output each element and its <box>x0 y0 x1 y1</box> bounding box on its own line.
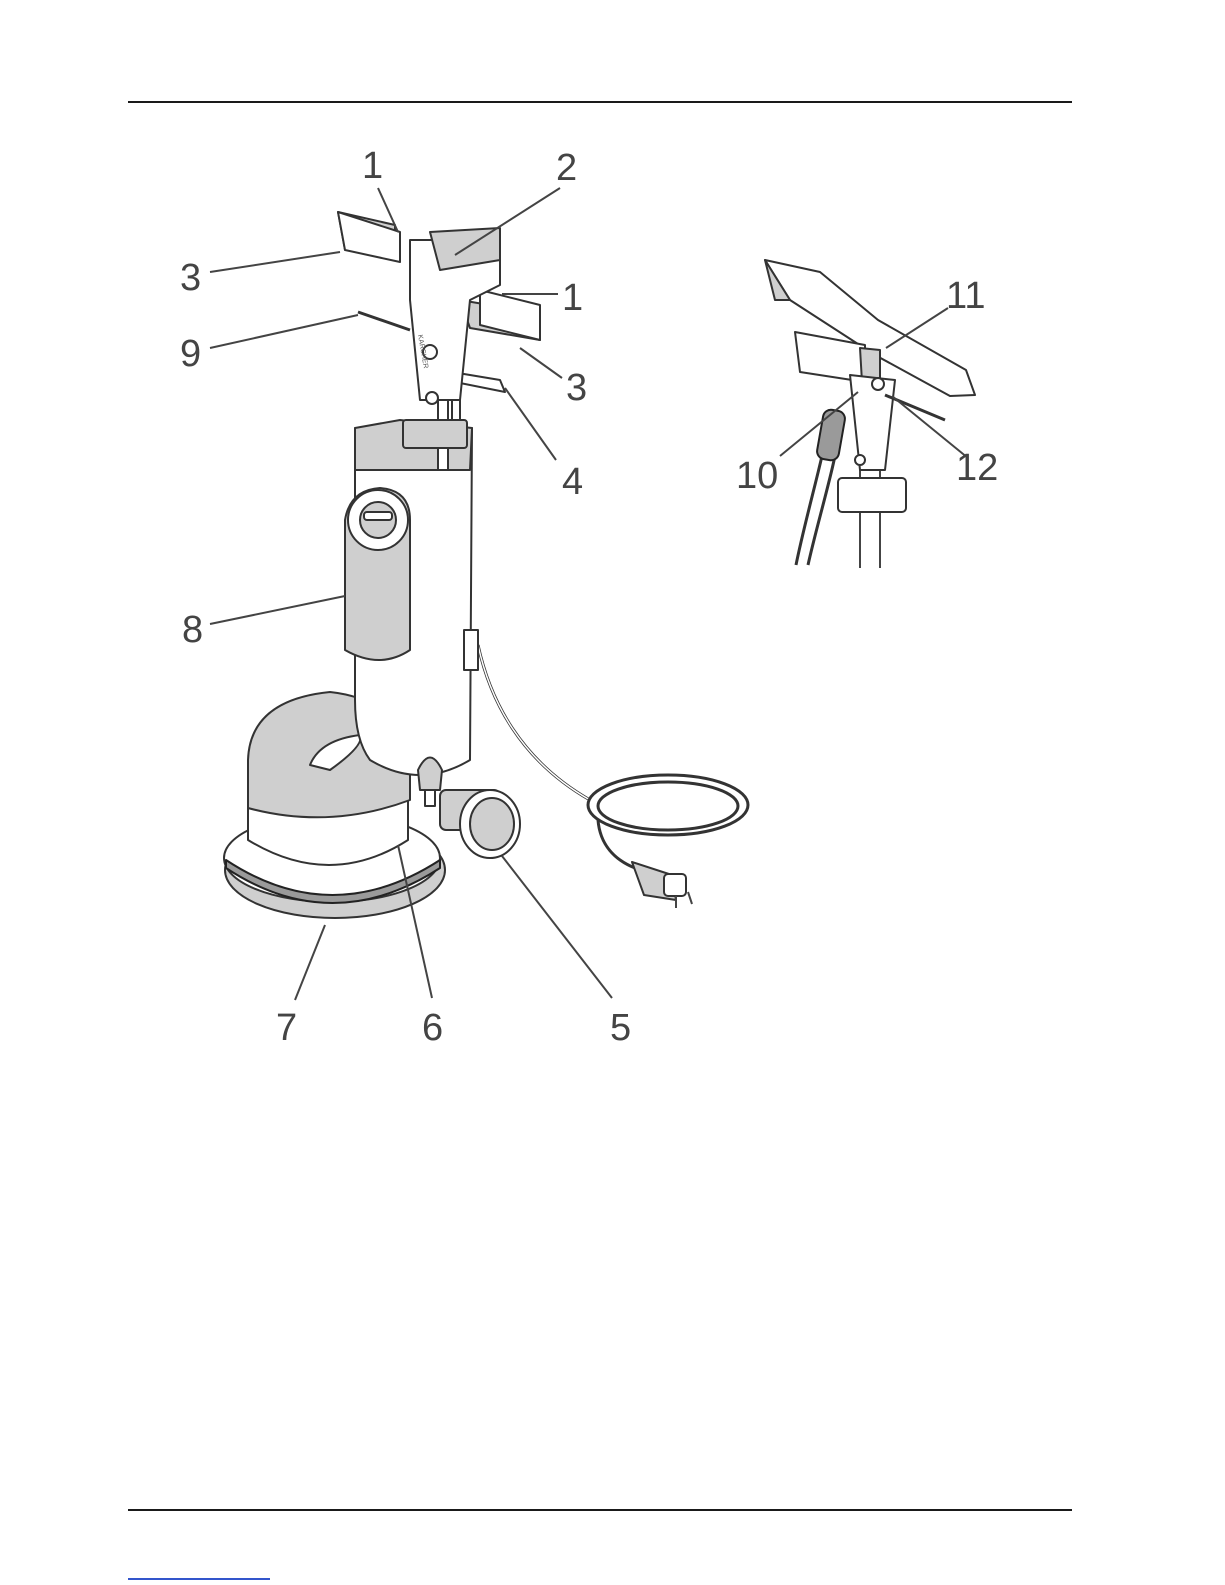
callout-4: 4 <box>562 461 583 503</box>
transport-wheel <box>440 790 520 858</box>
callout-10: 10 <box>736 455 778 497</box>
callout-3-right: 3 <box>566 367 587 409</box>
callout-7: 7 <box>276 1007 297 1049</box>
power-cord <box>478 645 748 908</box>
callout-1-top: 1 <box>362 145 383 187</box>
callout-6: 6 <box>422 1007 443 1049</box>
detail-handle-drawing <box>765 260 975 568</box>
callout-11: 11 <box>946 275 985 317</box>
callout-3-left: 3 <box>180 257 201 299</box>
callout-1-right: 1 <box>562 277 583 319</box>
callout-12: 12 <box>956 447 998 489</box>
main-machine-drawing: KARCHER <box>224 212 748 918</box>
callout-9: 9 <box>180 333 201 375</box>
handle-head: KARCHER <box>338 212 540 404</box>
callout-5: 5 <box>610 1007 631 1049</box>
callout-8: 8 <box>182 609 203 651</box>
callout-2: 2 <box>556 147 577 189</box>
machine-body <box>345 420 478 806</box>
